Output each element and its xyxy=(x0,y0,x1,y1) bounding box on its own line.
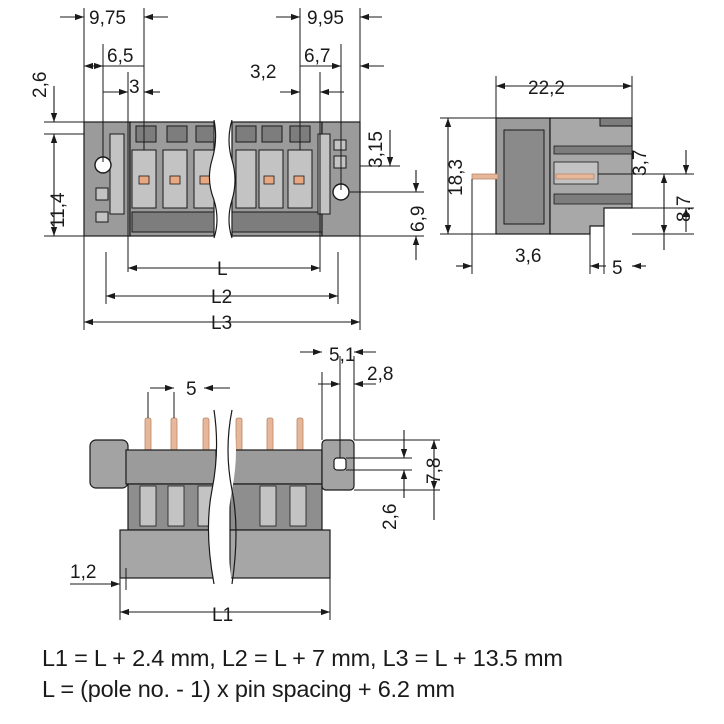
pin-marker xyxy=(138,175,150,185)
top-view-dimension-lines xyxy=(50,13,420,326)
front-upper-right xyxy=(229,449,323,485)
top-view-right-part xyxy=(231,121,361,237)
dim-label: 11,4 xyxy=(48,192,69,228)
pin-marker xyxy=(293,175,305,185)
left-latch-slot xyxy=(109,133,125,215)
coding-square xyxy=(333,155,347,169)
front-slot xyxy=(289,485,307,527)
side-housing-inner xyxy=(503,129,545,225)
side-pin-left xyxy=(471,173,499,180)
front-break-gap xyxy=(208,410,236,584)
bottom-rail xyxy=(231,211,323,233)
top-opening xyxy=(166,125,188,143)
front-slot xyxy=(139,485,157,527)
dim-label: 5,1 xyxy=(329,345,355,366)
front-break-line xyxy=(227,409,237,585)
dim-label: L xyxy=(217,259,228,280)
front-mounting-hole xyxy=(333,457,347,471)
right-latch-slot xyxy=(317,133,331,215)
side-view: 22,2 18,3 3,7 8,7 3,6 5 xyxy=(440,76,695,279)
top-opening xyxy=(235,125,257,143)
front-upper-left xyxy=(125,449,217,485)
formula-line-1: L1 = L + 2.4 mm, L2 = L + 7 mm, L3 = L +… xyxy=(42,645,563,671)
dim-label: 2,6 xyxy=(380,504,401,530)
formula-line-2: L = (pole no. - 1) x pin spacing + 6.2 m… xyxy=(42,676,455,702)
side-rib xyxy=(553,193,633,205)
slot-4 xyxy=(235,149,257,209)
pin-marker xyxy=(199,175,211,185)
front-slot xyxy=(259,485,277,527)
dim-label: 3,15 xyxy=(366,131,387,168)
dim-label: 3,6 xyxy=(515,246,541,267)
coding-square xyxy=(333,139,347,151)
break-gap xyxy=(209,120,235,238)
top-opening xyxy=(135,125,157,143)
front-view: 5 5,1 2,8 7,8 2,6 1,2 L1 xyxy=(70,345,445,626)
side-top-rib xyxy=(599,117,633,127)
front-view-dimension-lines xyxy=(70,348,438,616)
side-view-dimension-lines xyxy=(444,82,690,270)
dim-label: 22,2 xyxy=(528,78,565,99)
dim-label: 6,9 xyxy=(408,206,429,232)
dim-label: 2,6 xyxy=(30,72,51,98)
dim-label: 1,2 xyxy=(70,562,96,583)
pin-marker xyxy=(263,175,275,185)
dim-label: 7,8 xyxy=(424,458,445,484)
side-socket xyxy=(553,161,599,185)
dim-label: 3,7 xyxy=(630,150,651,176)
front-break-line xyxy=(207,409,218,585)
dim-label: 6,7 xyxy=(304,46,330,67)
dim-label: 3,2 xyxy=(250,62,276,83)
bottom-rail xyxy=(131,211,215,233)
top-opening xyxy=(261,125,283,143)
dim-label: 9,75 xyxy=(89,8,126,29)
dim-label: 18,3 xyxy=(446,159,467,196)
top-view: 9,75 6,5 3 2,6 11,4 9,95 3,2 6,7 3,15 6,… xyxy=(30,8,429,334)
coding-square xyxy=(95,211,109,223)
dim-label: 2,8 xyxy=(367,364,393,385)
dim-label: 6,5 xyxy=(107,46,133,67)
front-lower-right xyxy=(229,529,331,579)
dim-label: L1 xyxy=(212,605,233,626)
break-line xyxy=(228,119,236,239)
top-opening xyxy=(195,125,215,143)
side-rib xyxy=(553,145,633,155)
front-lower-left xyxy=(119,529,217,579)
dim-label: 5 xyxy=(612,258,623,279)
dim-label: 3 xyxy=(129,77,140,98)
dim-label: L2 xyxy=(211,287,232,308)
front-view-extension-lines xyxy=(119,356,440,620)
front-left-flange xyxy=(89,439,129,489)
front-slot xyxy=(167,485,185,527)
pin-marker xyxy=(169,175,181,185)
break-line xyxy=(208,119,218,239)
dim-label: 8,7 xyxy=(674,196,695,222)
side-pin-right xyxy=(555,173,595,180)
dim-label: 5 xyxy=(186,379,197,400)
dim-label: L3 xyxy=(211,313,232,334)
coding-square xyxy=(95,187,109,201)
dim-label: 9,95 xyxy=(307,8,344,29)
top-view-extension-lines xyxy=(44,8,424,330)
